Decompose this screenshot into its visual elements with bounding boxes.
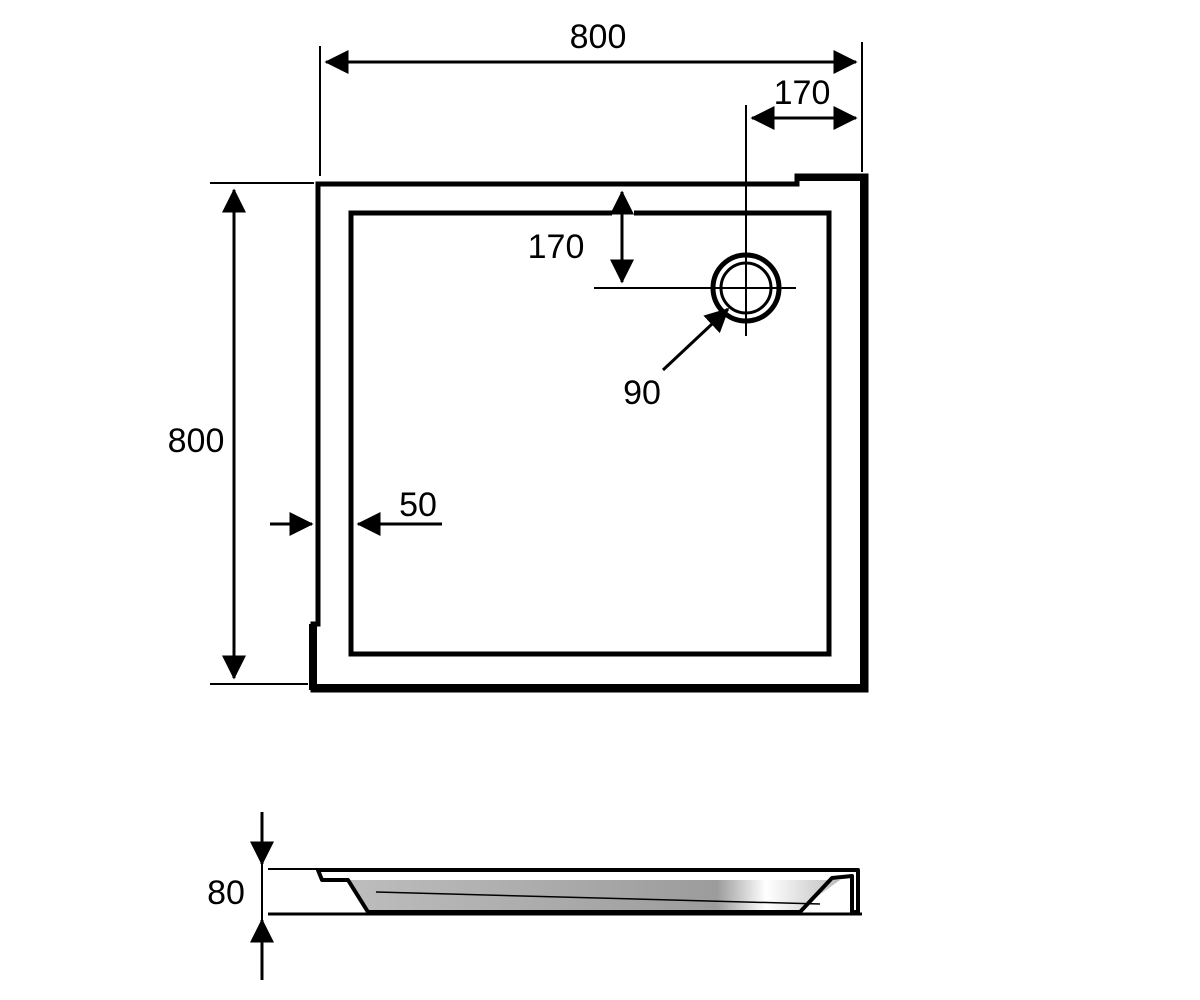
rim-width-dimension: 50	[270, 486, 442, 536]
depth-label: 800	[168, 422, 225, 460]
drain-diameter-leader-line	[661, 307, 730, 372]
drain-offset-y-dimension: 170	[528, 190, 634, 284]
drain-offset-y-label: 170	[528, 228, 585, 266]
drain-offset-x-label: 170	[774, 74, 831, 112]
drain	[594, 105, 796, 336]
basin-inner-outline	[348, 210, 832, 657]
side-profile-outline	[316, 868, 860, 914]
drain-diameter-label: 90	[623, 374, 661, 412]
side-basin-slope	[375, 891, 821, 905]
height-dimension: 80	[207, 812, 274, 980]
height-label: 80	[207, 874, 245, 912]
depth-dimension: 800	[168, 182, 314, 685]
width-label: 800	[570, 18, 627, 56]
drain-offset-x-dimension: 170	[750, 74, 858, 130]
rim-width-label: 50	[399, 486, 437, 524]
tray-outline	[309, 173, 869, 693]
side-basin-shading	[348, 880, 840, 912]
side-view: 80	[207, 812, 862, 980]
plan-view: 800 170 170 90 800 50	[168, 18, 869, 693]
drain-diameter-leader: 90	[623, 307, 730, 412]
width-dimension: 800	[319, 18, 863, 176]
